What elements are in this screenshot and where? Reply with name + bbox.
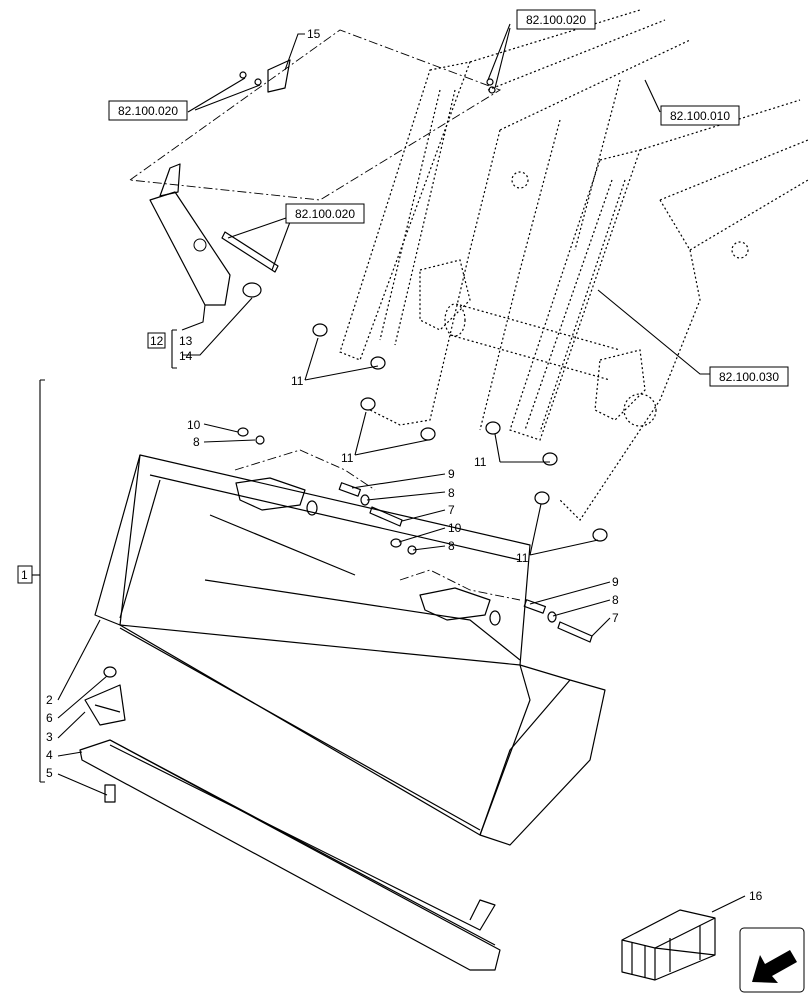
item-label: 10 [448, 521, 462, 535]
item-labels: 15 12 13 14 11 11 11 11 10 8 9 8 7 10 8 … [17, 27, 763, 903]
reference-text: 82.100.030 [719, 370, 779, 384]
bushings-11 [312, 323, 608, 542]
item-label: 5 [46, 766, 53, 780]
reference-box-2[interactable]: 82.100.020 [516, 9, 596, 30]
support-bracket [128, 29, 502, 306]
item-label: 1 [21, 568, 28, 582]
item-label: 4 [46, 748, 53, 762]
bucket [94, 449, 606, 846]
item-label: 10 [187, 418, 201, 432]
item-label: 7 [612, 611, 619, 625]
reference-text: 82.100.020 [118, 104, 178, 118]
item-label: 8 [448, 539, 455, 553]
leader-lines [30, 23, 746, 913]
item-label: 6 [46, 711, 53, 725]
reference-box-5[interactable]: 82.100.030 [709, 366, 789, 387]
item-label: 8 [448, 486, 455, 500]
navigation-arrow-icon[interactable] [739, 927, 805, 993]
reference-box-1[interactable]: 82.100.020 [108, 100, 188, 121]
item-label: 3 [46, 730, 53, 744]
item-label: 12 [150, 334, 164, 348]
item-label: 8 [612, 593, 619, 607]
item-label: 9 [612, 575, 619, 589]
item-label: 11 [516, 551, 529, 565]
fasteners [237, 427, 593, 643]
item-label: 11 [291, 374, 304, 388]
crate-icon [621, 909, 716, 981]
cutting-edge [79, 666, 501, 971]
item-label: 14 [179, 349, 193, 363]
item-label: 2 [46, 693, 53, 707]
item-label: 11 [341, 451, 354, 465]
loader-arm-assembly [339, 9, 809, 521]
reference-box-3[interactable]: 82.100.010 [660, 105, 740, 126]
item-label: 8 [193, 435, 200, 449]
reference-text: 82.100.020 [295, 207, 355, 221]
reference-box-4[interactable]: 82.100.020 [285, 203, 365, 224]
reference-text: 82.100.020 [526, 13, 586, 27]
item-label: 16 [749, 889, 763, 903]
reference-text: 82.100.010 [670, 109, 730, 123]
item-label: 11 [474, 455, 487, 469]
item-label: 15 [307, 27, 321, 41]
item-label: 9 [448, 467, 455, 481]
item-label: 7 [448, 503, 455, 517]
item-label: 13 [179, 334, 193, 348]
